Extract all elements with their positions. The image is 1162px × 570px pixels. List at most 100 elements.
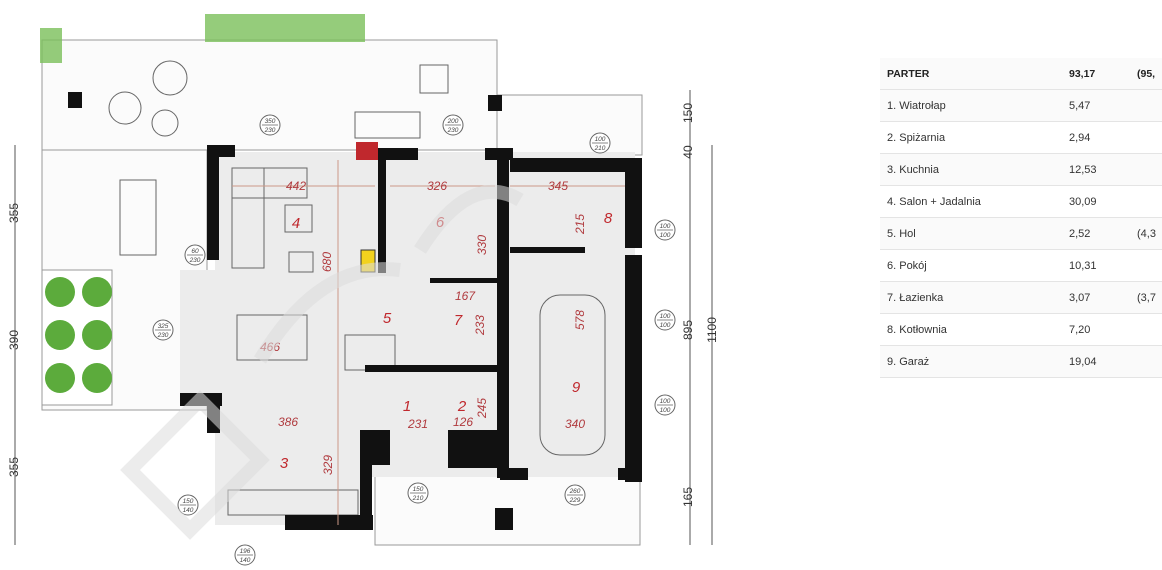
room-dimension: 680 — [320, 252, 334, 272]
watermark-logo — [120, 184, 524, 540]
table-row: 3. Kuchnia 12,53 — [880, 154, 1162, 186]
room-dimension: 329 — [321, 455, 335, 475]
outer-dimension: 355 — [7, 203, 21, 223]
room-dimension: 215 — [573, 214, 587, 235]
room-area: 12,53 — [1069, 163, 1097, 176]
room-dimension: 386 — [278, 415, 298, 429]
table-row: 5. Hol 2,52 (4,3 — [880, 218, 1162, 250]
room-name: 7. Łazienka — [887, 291, 944, 304]
furniture — [108, 60, 606, 516]
outer-dimension: 1100 — [705, 317, 719, 343]
outer-dimension: 355 — [7, 457, 21, 477]
window-width: 196 — [240, 548, 251, 555]
room-area: 10,31 — [1069, 259, 1097, 272]
room-dimension: 345 — [548, 179, 568, 193]
kitchen-floor — [215, 410, 365, 525]
window-height: 100 — [660, 407, 671, 414]
window-height: 100 — [660, 322, 671, 329]
window-width: 60 — [191, 248, 199, 255]
room-name: 6. Pokój — [887, 259, 927, 272]
dimension-lines — [14, 90, 713, 545]
dining-bay — [180, 270, 220, 400]
window-height: 100 — [660, 232, 671, 239]
outer-dimension: 895 — [681, 320, 695, 340]
window-width: 150 — [413, 486, 424, 493]
room-name: 3. Kuchnia — [887, 163, 939, 176]
room-number: 9 — [572, 379, 581, 396]
room-area: 2,52 — [1069, 227, 1091, 240]
room-dimension: 126 — [453, 415, 473, 429]
floor-name: PARTER — [887, 67, 930, 80]
room-name: 2. Spiżarnia — [887, 131, 946, 144]
room-area: 3,07 — [1069, 291, 1091, 304]
room-number: 4 — [292, 215, 300, 232]
room-number: 1 — [403, 398, 411, 415]
terrace-right — [496, 94, 643, 156]
room-dimension: 167 — [455, 289, 476, 303]
window-height: 230 — [264, 127, 276, 134]
window-width: 100 — [660, 223, 671, 230]
window-height: 140 — [240, 557, 251, 564]
room-area: 30,09 — [1069, 195, 1097, 208]
table-row: 9. Garaż 19,04 — [880, 346, 1162, 378]
window-width: 150 — [183, 498, 194, 505]
room-name: 1. Wiatrołap — [887, 99, 946, 112]
room-dimension: 578 — [573, 310, 587, 330]
walls — [68, 92, 642, 530]
table-row: 6. Pokój 10,31 — [880, 250, 1162, 282]
outer-dimension: 150 — [681, 103, 695, 123]
window-height: 210 — [412, 495, 424, 502]
outer-dimension: 390 — [7, 330, 21, 350]
window-height: 210 — [594, 145, 606, 152]
plants — [40, 14, 365, 406]
window-height: 230 — [447, 127, 459, 134]
window-width: 350 — [265, 118, 276, 125]
room-dimension: 233 — [473, 315, 487, 336]
room-number: 7 — [454, 312, 463, 329]
room-area-extra: (3,7 — [1137, 291, 1156, 304]
room-area-extra: (4,3 — [1137, 227, 1156, 240]
room-dimension: 340 — [565, 417, 585, 431]
window-height: 230 — [189, 257, 201, 264]
room-dimension: 442 — [286, 179, 306, 193]
window-width: 100 — [660, 313, 671, 320]
window-width: 260 — [569, 488, 581, 495]
window-height: 230 — [157, 332, 169, 339]
room-dimension: 326 — [427, 179, 447, 193]
table-header-row: PARTER 93,17 (95, — [880, 58, 1162, 90]
room-number: 2 — [457, 398, 467, 415]
room-name: 5. Hol — [887, 227, 916, 240]
room-number: 5 — [383, 310, 392, 327]
outer-dimension: 40 — [681, 145, 695, 159]
floor-area-total: 93,17 — [1069, 67, 1096, 80]
room-dimension: 245 — [475, 398, 489, 419]
room-name: 8. Kotłownia — [887, 323, 947, 336]
room-name: 9. Garaż — [887, 355, 930, 368]
window-width: 200 — [447, 118, 459, 125]
room-number: 3 — [280, 455, 289, 472]
room-area: 19,04 — [1069, 355, 1097, 368]
window-height: 229 — [569, 497, 581, 504]
room-dimension: 231 — [407, 417, 428, 431]
floor-area-extra: (95, — [1137, 67, 1156, 80]
window-width: 100 — [660, 398, 671, 405]
table-row: 7. Łazienka 3,07 (3,7 — [880, 282, 1162, 314]
room-number: 8 — [604, 210, 613, 227]
